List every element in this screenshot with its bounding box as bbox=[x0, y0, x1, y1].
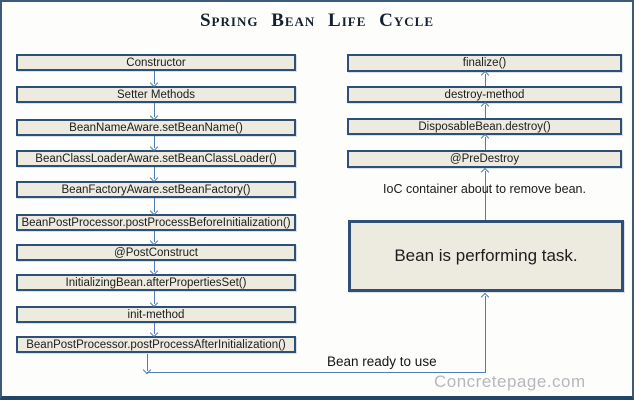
arrow-down-icon bbox=[149, 136, 159, 152]
watermark: Concretepage.com bbox=[434, 372, 586, 391]
arrow-down-icon bbox=[149, 261, 159, 276]
ioc-remove-note: IoC container about to remove bean. bbox=[383, 182, 586, 196]
arrow-down-icon bbox=[149, 103, 159, 121]
bean-ready-label: Bean ready to use bbox=[327, 354, 437, 369]
step-postprocess-after-init: BeanPostProcessor.postProcessAfterInitia… bbox=[16, 336, 296, 353]
arrow-down-icon bbox=[142, 354, 152, 375]
arrow-up-icon bbox=[480, 167, 490, 220]
step-destroy-method: destroy-method bbox=[347, 86, 622, 103]
arrow-down-icon bbox=[149, 167, 159, 183]
arrow-up-icon bbox=[480, 70, 490, 86]
arrow-up-icon bbox=[480, 101, 490, 118]
step-init-method: init-method bbox=[16, 306, 296, 323]
arrow-up-icon bbox=[480, 133, 490, 150]
arrow-down-icon bbox=[149, 291, 159, 308]
step-setbeanclassloader: BeanClassLoaderAware.setBeanClassLoader(… bbox=[16, 150, 296, 167]
step-setbeanfactory: BeanFactoryAware.setBeanFactory() bbox=[16, 181, 296, 198]
arrow-up-icon bbox=[480, 292, 490, 373]
step-postprocess-before-init: BeanPostProcessor.postProcessBeforeIniti… bbox=[16, 214, 296, 231]
step-predestroy: @PreDestroy bbox=[347, 150, 622, 168]
diagram-title: Spring Bean Life Cycle bbox=[199, 10, 434, 31]
bean-performing-task-box: Bean is performing task. bbox=[348, 220, 624, 292]
step-constructor: Constructor bbox=[16, 54, 296, 71]
step-disposablebean-destroy: DisposableBean.destroy() bbox=[347, 118, 622, 135]
connector-line bbox=[147, 372, 485, 373]
step-postconstruct: @PostConstruct bbox=[16, 244, 296, 261]
arrow-down-icon bbox=[149, 323, 159, 338]
arrow-down-icon bbox=[149, 71, 159, 88]
arrow-down-icon bbox=[149, 198, 159, 216]
step-setter-methods: Setter Methods bbox=[16, 86, 296, 103]
arrow-down-icon bbox=[149, 231, 159, 246]
step-finalize: finalize() bbox=[347, 54, 622, 72]
step-afterpropertiesset: InitializingBean.afterPropertiesSet() bbox=[16, 274, 296, 291]
step-setbeanname: BeanNameAware.setBeanName() bbox=[16, 119, 296, 136]
